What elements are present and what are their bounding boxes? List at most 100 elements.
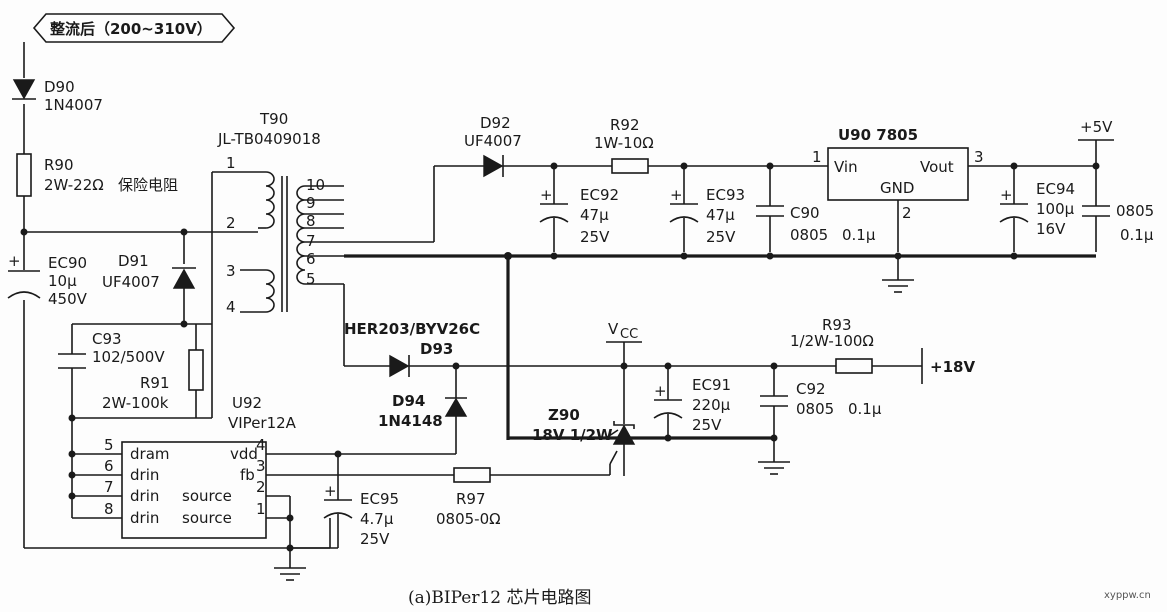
d94-ref: D94 <box>392 392 425 410</box>
r97-value: 0805-0Ω <box>436 510 501 528</box>
ec90-ref: EC90 <box>48 254 87 272</box>
ec90-cap: 10μ <box>48 272 77 290</box>
ec92-ref: EC92 <box>580 186 619 204</box>
d90-value: 1N4007 <box>44 96 103 114</box>
u92-name-drin-2: drin <box>130 487 159 505</box>
ec92-cap: 47μ <box>580 206 609 224</box>
figure-caption: (a)BIPer12 芯片电路图 <box>408 588 592 608</box>
r93-value: 1/2W-100Ω <box>790 332 874 350</box>
vcc-label: V <box>608 320 619 338</box>
ec93-volt: 25V <box>706 228 736 246</box>
svg-text:+: + <box>324 482 337 500</box>
snubber-network: D91 UF4007 C93 102/500V R91 2W-100k <box>58 228 212 422</box>
u92-ref: U92 <box>232 394 262 412</box>
input-voltage-tag: 整流后（200~310V） <box>32 13 236 43</box>
ec91-ref: EC91 <box>692 376 731 394</box>
t90-pin-3: 3 <box>226 262 236 280</box>
c92-ref: C92 <box>796 380 826 398</box>
ec95-cap: 4.7μ <box>360 510 394 528</box>
five-volt-branch: D92 UF4007 R92 1W-10Ω + EC92 47μ 25V + E… <box>344 114 876 252</box>
svg-text:+: + <box>540 186 553 204</box>
resistor-r90: R90 2W-22Ω 保险电阻 <box>16 153 178 197</box>
vcc-subscript: CC <box>620 327 638 342</box>
c90-pkg: 0805 <box>790 226 828 244</box>
ec94-cap: 100μ <box>1036 200 1075 218</box>
u90-vin: Vin <box>834 158 858 176</box>
plus-5v-label: +5V <box>1080 118 1113 136</box>
u90-pin-3: 3 <box>974 148 984 166</box>
r92-value: 1W-10Ω <box>594 134 654 152</box>
r92-ref: R92 <box>610 116 640 134</box>
eighteen-volt-branch: HER203/BYV26C D93 R93 1/2W-100Ω +18V V C… <box>343 284 975 476</box>
t90-pin-1: 1 <box>226 154 236 172</box>
ec93-cap: 47μ <box>706 206 735 224</box>
z90-value: 18V 1/2W <box>532 426 613 444</box>
d92-ref: D92 <box>480 114 511 132</box>
resistor-r97: R97 0805-0Ω <box>436 450 618 528</box>
ec92-volt: 25V <box>580 228 610 246</box>
u92-pin-2: 2 <box>256 478 266 496</box>
d90-ref: D90 <box>44 78 75 96</box>
u90-ref: U90 7805 <box>838 126 918 144</box>
ec91-volt: 25V <box>692 416 722 434</box>
t90-pin-2: 2 <box>226 214 236 232</box>
ec93-ref: EC93 <box>706 186 745 204</box>
c90-ref: C90 <box>790 204 820 222</box>
d91-ref: D91 <box>118 252 149 270</box>
r91-ref: R91 <box>140 374 170 392</box>
c92-pkg: 0805 <box>796 400 834 418</box>
regulator-u90: U90 7805 Vin Vout GND 1 2 3 <box>812 126 984 252</box>
d93-ref: D93 <box>420 340 453 358</box>
u92-pin-4: 4 <box>256 436 266 454</box>
diode-d90: D90 1N4007 <box>12 78 103 114</box>
ec95-volt: 25V <box>360 530 390 548</box>
t90-ref: T90 <box>259 110 288 128</box>
u92-name-drin-1: drin <box>130 466 159 484</box>
u90-vout: Vout <box>920 158 954 176</box>
u92-name-fb: fb <box>240 466 255 484</box>
watermark: xyppw.cn <box>1104 590 1151 601</box>
d92-value: UF4007 <box>464 132 522 150</box>
svg-text:+: + <box>654 382 667 400</box>
u92-pin-5: 5 <box>104 436 114 454</box>
r97-ref: R97 <box>456 490 486 508</box>
u90-pin-2: 2 <box>902 204 912 222</box>
ec94-volt: 16V <box>1036 220 1066 238</box>
svg-text:+: + <box>1000 186 1013 204</box>
t90-pin-8: 8 <box>306 212 316 230</box>
u90-pin-1: 1 <box>812 148 822 166</box>
capacitor-ec90: + EC90 10μ 450V <box>7 252 88 308</box>
t90-pin-4: 4 <box>226 298 236 316</box>
c92-cap: 0.1μ <box>848 400 882 418</box>
ec90-volt: 450V <box>48 290 88 308</box>
d91-value: UF4007 <box>102 273 160 291</box>
ec95-ref: EC95 <box>360 490 399 508</box>
c93-value: 102/500V <box>92 348 165 366</box>
r90-value: 2W-22Ω <box>44 176 104 194</box>
u92-name-drin-3: drin <box>130 509 159 527</box>
c90-cap: 0.1μ <box>842 226 876 244</box>
u92-pin-3: 3 <box>256 457 266 475</box>
svg-text:+: + <box>670 186 683 204</box>
u92-pin-6: 6 <box>104 457 114 475</box>
secondary-ground-bus <box>344 252 1096 440</box>
ec91-cap: 220μ <box>692 396 731 414</box>
r90-ref: R90 <box>44 156 74 174</box>
transformer-t90: T90 JL-TB0409018 1 2 3 4 10 9 8 7 6 5 <box>212 110 344 316</box>
r93-ref: R93 <box>822 316 852 334</box>
u90-gnd: GND <box>880 179 914 197</box>
u92-name-dram: dram <box>130 445 170 463</box>
input-voltage-label: 整流后（200~310V） <box>50 20 212 38</box>
ec94-ref: EC94 <box>1036 180 1075 198</box>
t90-value: JL-TB0409018 <box>217 130 321 148</box>
c93-ref: C93 <box>92 330 122 348</box>
plus-18v-label: +18V <box>930 358 975 376</box>
t90-pin-6: 6 <box>306 250 316 268</box>
svg-text:+: + <box>8 252 21 270</box>
u92-pin-7: 7 <box>104 478 114 496</box>
u92-name-source-2: source <box>182 509 232 527</box>
r90-note: 保险电阻 <box>118 176 178 194</box>
u92-pin-8: 8 <box>104 500 114 518</box>
